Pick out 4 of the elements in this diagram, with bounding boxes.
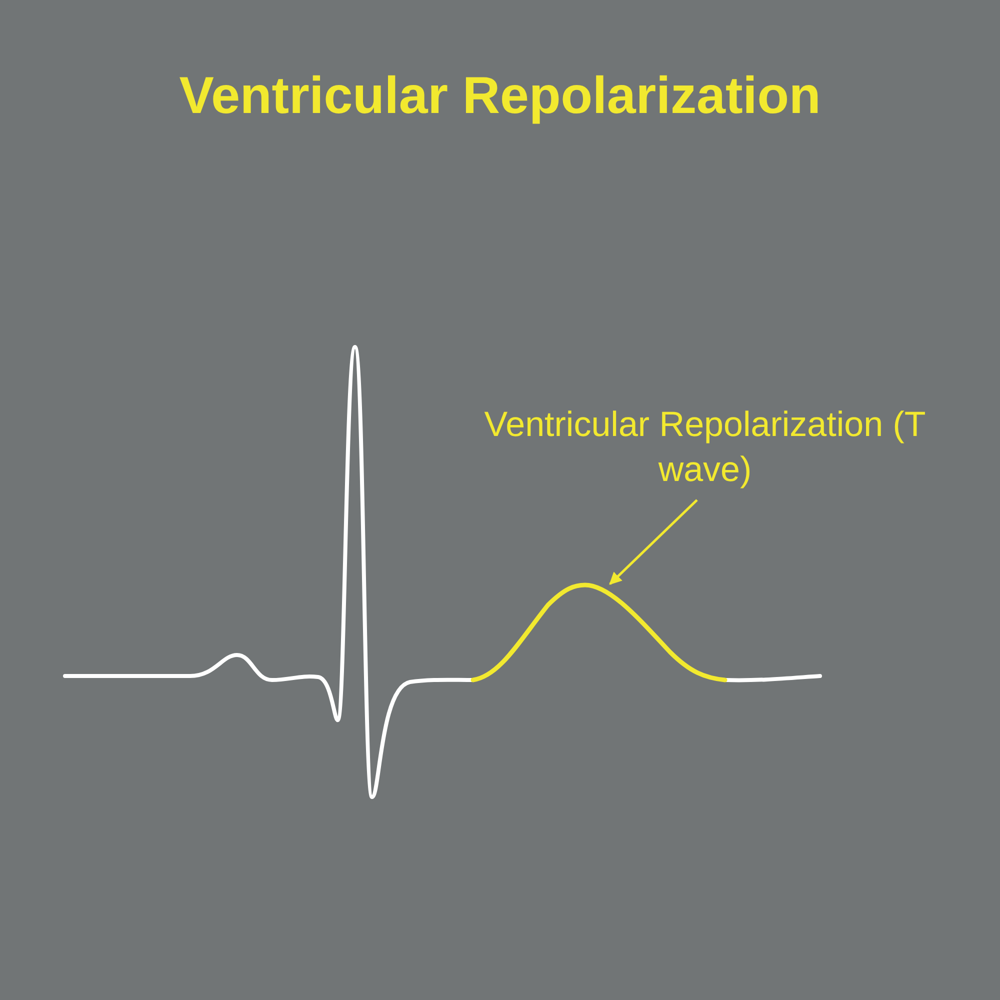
title: Ventricular Repolarization — [178, 66, 822, 126]
leader-line — [609, 499, 698, 585]
callout-label: Ventricular Repolarization (T wave) — [455, 402, 955, 492]
t-wave-segment — [470, 582, 728, 684]
